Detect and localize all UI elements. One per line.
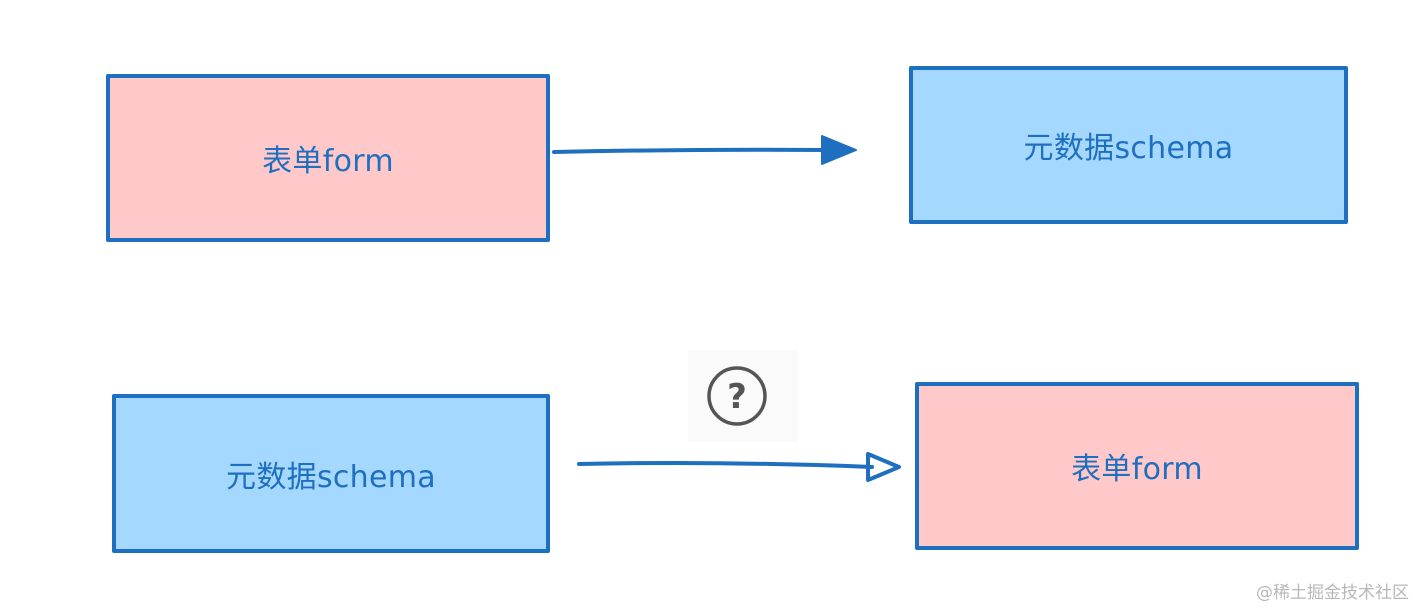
question-mark-text: ?	[727, 377, 747, 417]
form-box-bottom: 表单form	[915, 382, 1359, 550]
question-badge: ?	[688, 350, 798, 442]
watermark: @稀土掘金技术社区	[1256, 583, 1409, 603]
arrow-top	[552, 135, 857, 165]
arrow-right-icon	[866, 452, 901, 482]
arrow-bottom	[577, 452, 901, 482]
schema-box-top: 元数据schema	[909, 66, 1348, 224]
arrow-top-shaft	[552, 147, 828, 154]
schema-box-bottom: 元数据schema	[112, 394, 550, 553]
question-circle-icon: ?	[707, 366, 767, 426]
schema-box-top-label: 元数据schema	[1023, 131, 1234, 166]
arrow-right-icon	[821, 135, 857, 165]
form-box-bottom-label: 表单form	[1071, 452, 1203, 487]
schema-box-bottom-label: 元数据schema	[226, 459, 436, 495]
form-box-top-label: 表单form	[262, 144, 394, 179]
arrow-bottom-shaft	[577, 461, 874, 469]
form-box-top: 表单form	[106, 74, 550, 242]
